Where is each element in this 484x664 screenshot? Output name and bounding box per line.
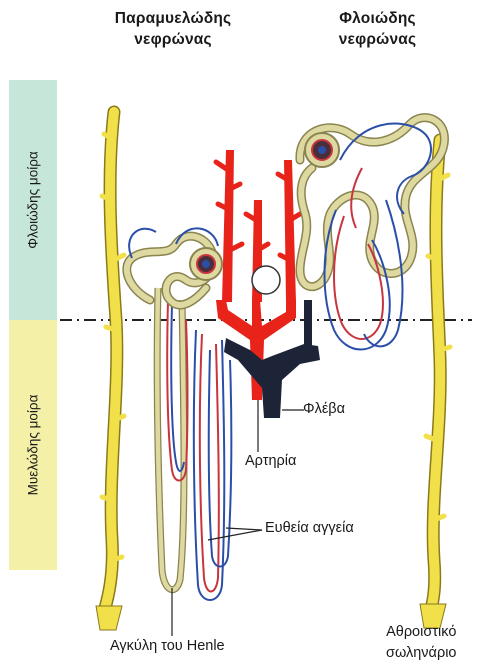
collecting-duct-label-line-2: σωληνάριο xyxy=(386,643,456,664)
collecting-duct-label: Αθροιστικό σωληνάριο xyxy=(386,622,456,664)
juxtamedullary-glomerulus xyxy=(190,248,222,280)
loop-of-henle-label: Αγκύλη του Henle xyxy=(110,638,225,654)
left-collecting-duct xyxy=(96,112,124,630)
vasa-recta-label: Ευθεία αγγεία xyxy=(265,520,354,536)
vasa-recta xyxy=(167,300,231,600)
vasa-recta-leader-b xyxy=(226,528,262,530)
cortical-glomerulus xyxy=(305,133,339,167)
vessel-cross-section xyxy=(252,266,280,294)
right-collecting-duct xyxy=(420,140,450,628)
vasa-recta-leader-a xyxy=(208,530,262,540)
artery-label: Αρτηρία xyxy=(245,453,296,469)
vein-label: Φλέβα xyxy=(303,401,345,417)
collecting-duct-label-line-1: Αθροιστικό xyxy=(386,622,456,643)
leader-lines xyxy=(172,400,304,636)
